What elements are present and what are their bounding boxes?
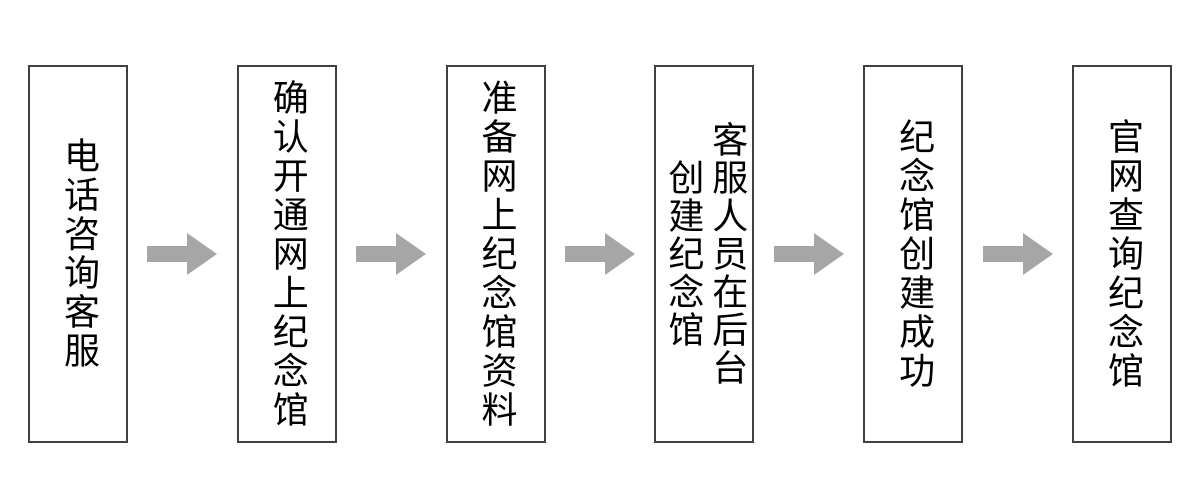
flow-arrow-4: [754, 65, 863, 443]
process-step-6[interactable]: 官网查询纪念馆: [1071, 65, 1172, 443]
arrow-right-icon: [773, 233, 844, 275]
flow-arrow-2: [337, 65, 446, 443]
flow-arrow-3: [546, 65, 655, 443]
process-step-5[interactable]: 纪念馆创建成功: [863, 65, 964, 443]
process-step-2-label: 确认开通网上纪念馆: [266, 78, 308, 430]
process-step-4[interactable]: 客服人员在后台创建纪念馆: [654, 65, 755, 443]
process-step-3[interactable]: 准备网上纪念馆资料: [445, 65, 546, 443]
process-step-3-label: 准备网上纪念馆资料: [475, 78, 517, 430]
arrow-right-icon: [982, 233, 1053, 275]
process-step-1-label: 电话咨询客服: [57, 137, 99, 371]
flow-arrow-1: [128, 65, 237, 443]
process-step-6-label: 官网查询纪念馆: [1101, 117, 1143, 391]
arrow-right-icon: [147, 233, 218, 275]
arrow-right-icon: [564, 233, 635, 275]
process-step-5-label: 纪念馆创建成功: [893, 117, 935, 391]
flow-arrow-5: [963, 65, 1072, 443]
process-flow-row: 电话咨询客服 确认开通网上纪念馆 准备网上纪念馆资料 客服人员在后台创建纪念馆: [28, 65, 1172, 443]
process-step-4-label: 客服人员在后台创建纪念馆: [662, 121, 748, 387]
process-step-1[interactable]: 电话咨询客服: [28, 65, 128, 443]
arrow-right-icon: [356, 233, 427, 275]
process-step-2[interactable]: 确认开通网上纪念馆: [236, 65, 337, 443]
